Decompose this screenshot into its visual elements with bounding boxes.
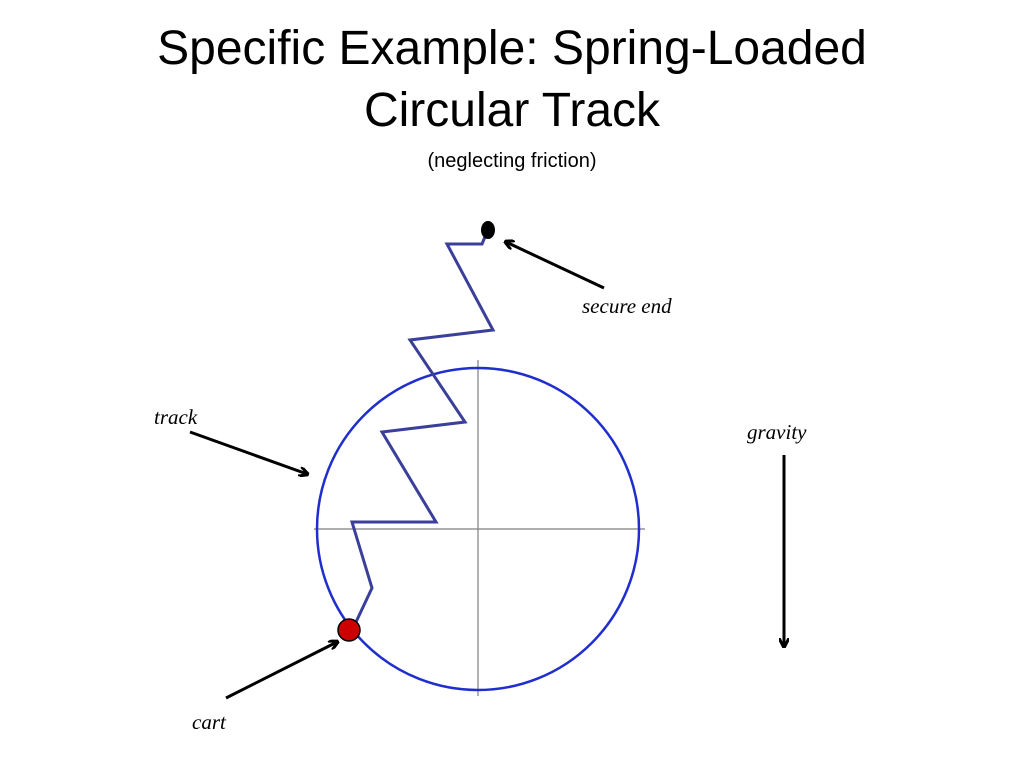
secure-end-arrow — [506, 242, 605, 290]
slide-title: Specific Example: Spring-Loaded Circular… — [0, 18, 1024, 142]
slide-subtitle: (neglecting friction) — [427, 150, 597, 172]
track-arrow — [189, 430, 307, 474]
title-line-2: Circular Track — [363, 84, 661, 137]
secure-end-label: secure end — [582, 294, 672, 318]
secure-end-anchor — [481, 221, 495, 239]
title-line-1: Specific Example: Spring-Loaded — [157, 22, 867, 75]
spring — [349, 231, 496, 623]
circular-track — [315, 366, 641, 692]
track-label: track — [154, 405, 198, 429]
cart-label: cart — [192, 710, 227, 734]
cart — [337, 618, 361, 642]
gravity-label: gravity — [747, 420, 807, 444]
cart-arrow — [225, 642, 337, 700]
